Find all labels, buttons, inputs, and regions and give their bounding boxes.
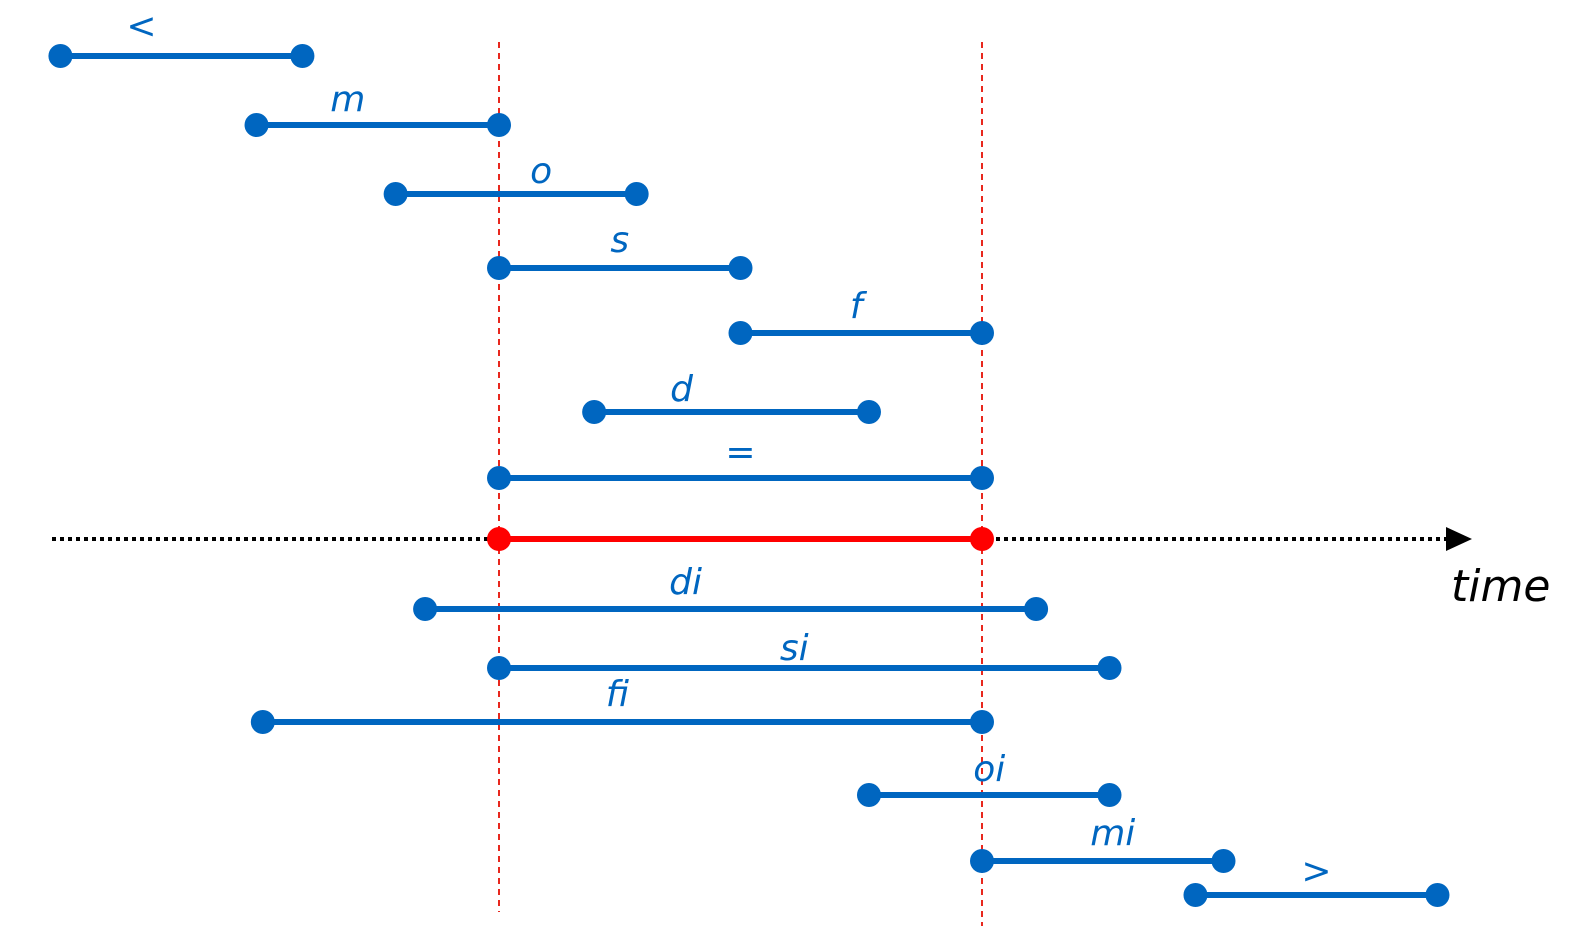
interval-end-point [728, 256, 753, 280]
interval-relation: mi [970, 813, 1236, 873]
interval-start-point [582, 400, 607, 424]
interval-label: m [330, 79, 365, 120]
interval-label: s [610, 220, 629, 261]
interval-label: si [780, 628, 809, 669]
interval-end-point [1211, 849, 1236, 873]
interval-end-point [1097, 656, 1122, 680]
interval-start-point [413, 597, 438, 621]
interval-start-point [487, 656, 511, 680]
interval-label: mi [1090, 813, 1135, 854]
interval-end-point [856, 400, 881, 424]
interval-end-point [970, 321, 994, 345]
time-axis-label: time [1451, 561, 1550, 612]
time-axis-arrowhead [1446, 527, 1472, 551]
interval-label: oi [973, 749, 1005, 790]
interval-end-point [1097, 783, 1122, 807]
interval-end-point [970, 466, 994, 490]
interval-start-point [244, 113, 269, 137]
reference-interval [487, 527, 994, 551]
interval-relation: di [413, 562, 1049, 621]
interval-end-point [1024, 597, 1049, 621]
interval-start-point [250, 710, 275, 734]
interval-relation: oi [856, 749, 1122, 807]
reference-interval-end-point [970, 527, 994, 551]
interval-relation: si [487, 628, 1122, 680]
interval-label: f [850, 286, 868, 327]
interval-start-point [383, 182, 408, 206]
interval-relation: f [728, 286, 994, 345]
interval-start-point [487, 256, 511, 280]
interval-label: > [1301, 851, 1331, 892]
interval-end-point [1425, 883, 1450, 907]
interval-relation: = [487, 432, 994, 490]
interval-end-point [487, 113, 511, 137]
interval-relation: < [48, 6, 315, 68]
interval-start-point [970, 849, 994, 873]
interval-start-point [728, 321, 753, 345]
interval-label: = [725, 432, 755, 473]
interval-start-point [487, 466, 511, 490]
interval-end-point [290, 44, 315, 68]
interval-label: < [126, 6, 156, 47]
interval-label: o [530, 151, 552, 192]
interval-start-point [856, 783, 881, 807]
interval-relation: d [582, 369, 881, 424]
interval-start-point [1183, 883, 1208, 907]
interval-label: di [669, 562, 702, 603]
interval-end-point [970, 710, 994, 734]
reference-interval-start-point [487, 527, 511, 551]
interval-label: d [670, 369, 694, 410]
interval-relation: m [244, 79, 511, 137]
interval-relations: < m o s f d = di si fi oi mi > [48, 6, 1450, 907]
interval-relation: o [383, 151, 649, 206]
interval-end-point [624, 182, 649, 206]
interval-label: fi [606, 674, 630, 715]
interval-relation: > [1183, 851, 1450, 907]
interval-relation: s [487, 220, 753, 280]
interval-start-point [48, 44, 73, 68]
interval-relation: fi [250, 674, 994, 734]
